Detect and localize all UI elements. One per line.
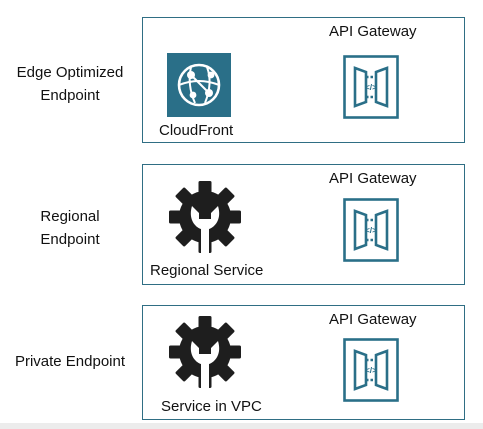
cloudfront-label: CloudFront xyxy=(159,122,234,139)
row-label-edge-optimized: Edge Optimized Endpoint xyxy=(0,61,140,107)
cloudfront-globe-icon xyxy=(167,53,231,117)
api-gateway-title: API Gateway xyxy=(329,23,417,40)
row-label-line: Regional xyxy=(40,208,100,225)
api-gateway-icon: </> xyxy=(343,55,399,119)
svg-text:</>: </> xyxy=(365,365,377,375)
service-in-vpc-label: Service in VPC xyxy=(161,398,262,415)
edge-optimized-panel: API Gateway CloudFront </> xyxy=(142,17,465,143)
regional-service-label: Regional Service xyxy=(150,262,264,279)
api-gateway-title: API Gateway xyxy=(329,311,417,328)
regional-panel: API Gateway Regional Service xyxy=(142,164,465,285)
api-gateway-icon: </> xyxy=(343,338,399,402)
private-panel: API Gateway Service in VPC xyxy=(142,305,465,420)
page-bottom-edge xyxy=(0,423,483,429)
row-label-line: Endpoint xyxy=(40,87,100,104)
svg-text:</>: </> xyxy=(365,225,377,235)
gear-wrench-icon xyxy=(169,316,241,394)
row-label-private: Private Endpoint xyxy=(0,350,140,373)
svg-text:</>: </> xyxy=(365,82,377,92)
row-label-regional: Regional Endpoint xyxy=(0,205,140,251)
api-gateway-title: API Gateway xyxy=(329,170,417,187)
row-label-line: Edge Optimized xyxy=(16,64,124,81)
row-label-line: Private Endpoint xyxy=(14,353,126,370)
row-label-line: Endpoint xyxy=(40,231,100,248)
gear-wrench-icon xyxy=(169,181,241,259)
api-gateway-icon: </> xyxy=(343,198,399,262)
